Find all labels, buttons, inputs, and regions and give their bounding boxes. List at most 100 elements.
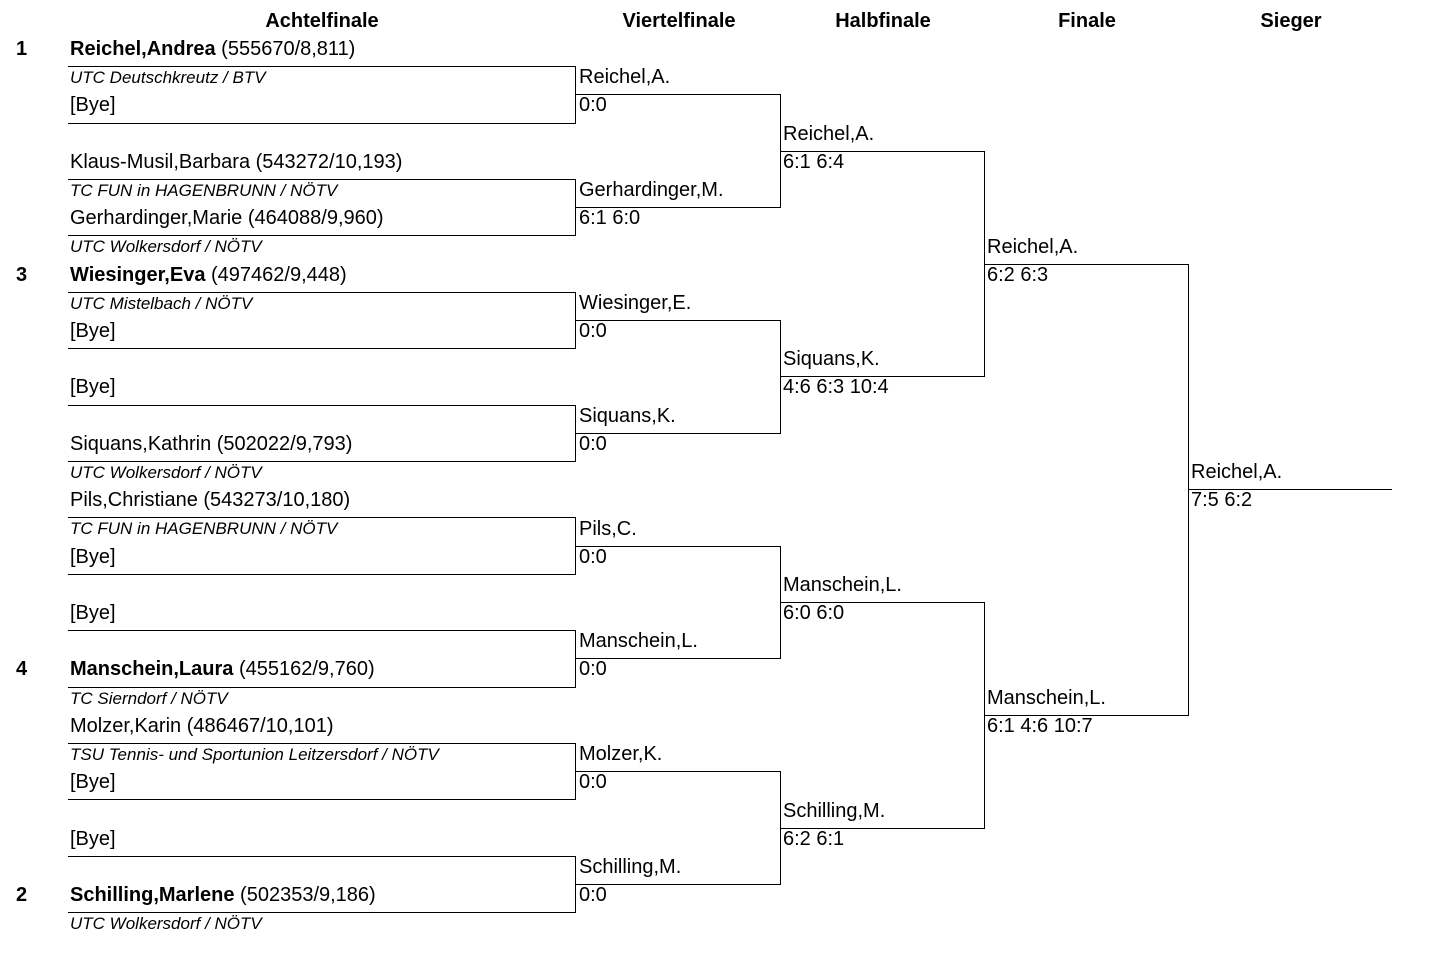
player-details: [Bye] [70, 545, 116, 568]
club-name: TSU Tennis- und Sportunion Leitzersdorf … [70, 745, 439, 764]
champion-name: Reichel,A. [1191, 461, 1283, 484]
sf-score: 6:2 6:1 [783, 827, 845, 850]
r16-vertical-line [575, 291, 576, 350]
player-entry: Wiesinger,Eva (497462/9,448) [70, 264, 347, 287]
final-winner: Manschein,L. [987, 686, 1106, 709]
player-entry: Reichel,Andrea (555670/8,811) [70, 38, 355, 61]
player-details: [Bye] [70, 320, 116, 342]
final-score: 6:2 6:3 [987, 263, 1049, 286]
header-final: Finale [1058, 10, 1116, 32]
qf-winner: Reichel,A. [579, 66, 671, 89]
player-entry: [Bye] [70, 828, 116, 851]
seed-number: 3 [16, 263, 28, 286]
sf-score: 6:1 6:4 [783, 150, 845, 173]
player-details: [Bye] [70, 771, 116, 794]
player-entry: [Bye] [70, 94, 116, 117]
r16-bottom-line [68, 686, 575, 688]
club-name: UTC Wolkersdorf / NÖTV [70, 237, 262, 257]
club-name: UTC Wolkersdorf / NÖTV [70, 463, 262, 482]
qf-line [576, 432, 780, 434]
qf-winner: Siquans,K. [579, 404, 676, 427]
qf-score: 0:0 [579, 545, 607, 568]
r16-top-line [68, 66, 575, 68]
club-name: UTC Mistelbach / NÖTV [70, 293, 253, 313]
r16-vertical-line [575, 630, 576, 688]
sf-line [780, 602, 984, 603]
header-semifinal: Halbfinale [835, 10, 931, 32]
qf-score: 0:0 [579, 94, 607, 117]
qf-line [576, 545, 780, 547]
r16-bottom-line [68, 122, 575, 124]
sf-winner: Schilling,M. [783, 799, 886, 822]
r16-vertical-line [575, 743, 576, 801]
r16-top-line [68, 855, 575, 857]
player-entry: [Bye] [70, 771, 116, 794]
player-details: [Bye] [70, 827, 116, 850]
player-entry: [Bye] [70, 546, 116, 569]
player-name: Wiesinger,Eva [70, 263, 206, 286]
sf-score: 4:6 6:3 10:4 [783, 376, 889, 399]
player-entry: Molzer,Karin (486467/10,101) [70, 715, 334, 738]
r16-vertical-line [575, 855, 576, 914]
player-name: Reichel,Andrea [70, 38, 216, 60]
qf-winner: Molzer,K. [579, 743, 663, 766]
r16-bottom-line [68, 799, 575, 801]
player-name: Manschein,Laura [70, 658, 234, 681]
final-line [984, 714, 1188, 716]
qf-score: 0:0 [579, 658, 607, 681]
player-details: [Bye] [70, 94, 116, 117]
sf-winner: Reichel,A. [783, 122, 875, 145]
club-name: TC FUN in HAGENBRUNN / NÖTV [70, 519, 338, 539]
final-line [984, 263, 1188, 265]
player-details: Klaus-Musil,Barbara (543272/10,193) [70, 150, 403, 173]
final-score: 6:1 4:6 10:7 [987, 714, 1093, 737]
r16-top-line [68, 517, 575, 519]
r16-bottom-line [68, 235, 575, 237]
r16-bottom-line [68, 461, 575, 462]
club-name: UTC Deutschkreutz / BTV [70, 68, 266, 88]
player-details: (555670/8,811) [215, 38, 356, 60]
player-details: [Bye] [70, 602, 116, 624]
sf-winner: Manschein,L. [783, 574, 902, 596]
player-entry: [Bye] [70, 320, 116, 343]
qf-line [576, 658, 780, 660]
r16-top-line [68, 291, 575, 293]
qf-score: 0:0 [579, 771, 607, 794]
player-entry: Gerhardinger,Marie (464088/9,960) [70, 207, 384, 230]
r16-vertical-line [575, 517, 576, 575]
r16-top-line [68, 404, 575, 406]
sf-winner: Siquans,K. [783, 348, 880, 371]
player-details: Gerhardinger,Marie (464088/9,960) [70, 207, 384, 230]
player-details: Molzer,Karin (486467/10,101) [70, 714, 334, 737]
qf-winner: Gerhardinger,M. [579, 179, 724, 202]
r16-vertical-line [575, 179, 576, 237]
r16-bottom-line [68, 573, 575, 575]
player-entry: [Bye] [70, 602, 116, 625]
player-entry: Schilling,Marlene (502353/9,186) [70, 884, 376, 907]
sf-line [780, 150, 984, 152]
qf-line [576, 94, 780, 96]
sf-score: 6:0 6:0 [783, 602, 845, 624]
qf-score: 0:0 [579, 320, 607, 342]
qf-line [576, 320, 780, 321]
qf-winner: Schilling,M. [579, 856, 682, 878]
qf-line [576, 207, 780, 209]
champion-line [1188, 489, 1392, 491]
qf-line [576, 771, 780, 773]
player-entry: [Bye] [70, 376, 116, 399]
qf-line [576, 884, 780, 885]
champion-score: 7:5 6:2 [1191, 489, 1253, 512]
player-details: Siquans,Kathrin (502022/9,793) [70, 432, 353, 455]
header-winner: Sieger [1260, 10, 1322, 32]
club-name: TC FUN in HAGENBRUNN / NÖTV [70, 181, 338, 200]
r16-bottom-line [68, 348, 575, 350]
r16-vertical-line [575, 404, 576, 462]
player-details: (497462/9,448) [205, 263, 347, 286]
seed-number: 4 [16, 658, 28, 681]
seed-number: 2 [16, 884, 28, 906]
header-round-of-16: Achtelfinale [265, 10, 379, 32]
player-entry: Siquans,Kathrin (502022/9,793) [70, 433, 352, 456]
r16-vertical-line [575, 66, 576, 124]
seed-number: 1 [16, 38, 28, 60]
r16-top-line [68, 630, 575, 632]
